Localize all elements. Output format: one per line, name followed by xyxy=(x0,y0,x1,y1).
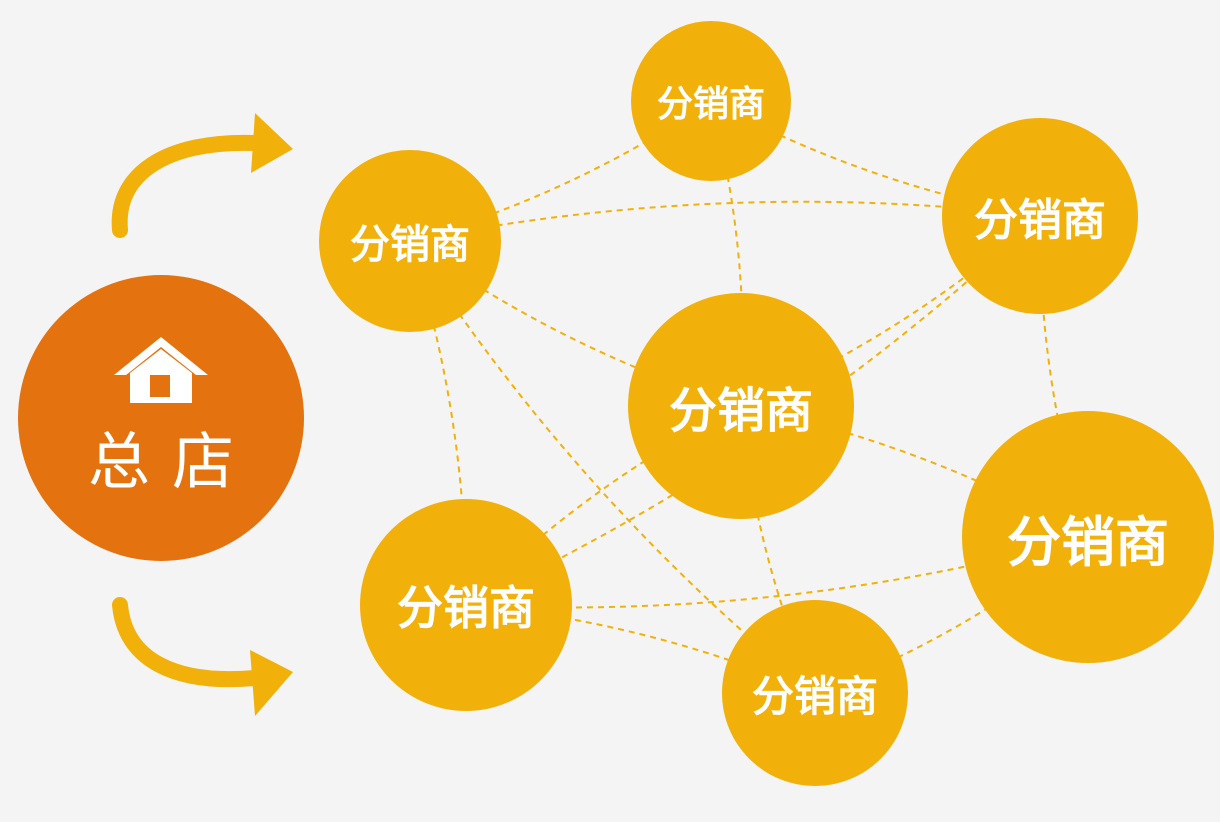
distributor-node-bottom[interactable]: 分销商 xyxy=(722,600,908,786)
distributor-node-lower-left[interactable]: 分销商 xyxy=(360,499,572,711)
distributor-label: 分销商 xyxy=(974,195,1106,246)
distributor-label: 分销商 xyxy=(350,222,470,268)
distributor-label: 分销商 xyxy=(668,383,813,439)
distributor-node-upper-right[interactable]: 分销商 xyxy=(942,118,1138,314)
distributor-label: 分销商 xyxy=(397,581,535,635)
headquarters-label: 总店 xyxy=(87,425,256,498)
distributor-label: 分销商 xyxy=(751,671,878,721)
distributor-node-upper-left[interactable]: 分销商 xyxy=(319,150,501,332)
headquarters-node[interactable]: 总店 xyxy=(18,275,304,561)
distributor-node-center[interactable]: 分销商 xyxy=(628,293,854,519)
distributor-label: 分销商 xyxy=(656,84,765,125)
upper-curved-arrow-icon xyxy=(111,113,293,238)
distributor-node-top[interactable]: 分销商 xyxy=(631,21,791,181)
distributor-node-right[interactable]: 分销商 xyxy=(962,411,1214,663)
lower-curved-arrow-icon xyxy=(112,597,293,716)
distributor-label: 分销商 xyxy=(1007,510,1169,574)
house-icon xyxy=(114,337,208,403)
link-right-bottom xyxy=(814,536,1089,694)
